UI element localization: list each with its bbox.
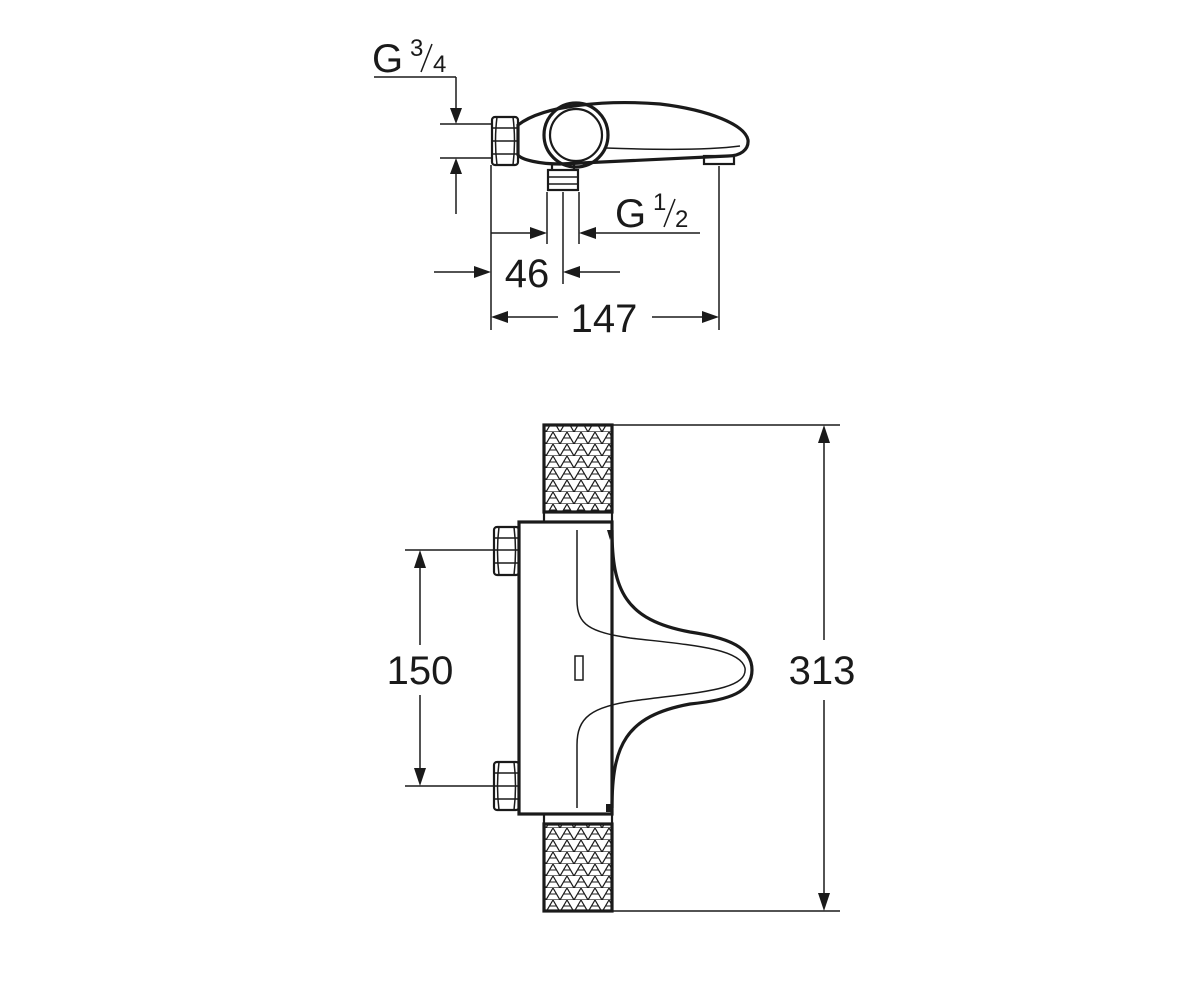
outlet-thread-label: G 1 2 <box>615 189 688 236</box>
spout-outline <box>610 529 754 809</box>
temperature-knob <box>542 423 614 524</box>
inlet-dim-arrow-up <box>450 158 462 174</box>
dim-147-label: 147 <box>571 297 638 341</box>
dim-46-label: 46 <box>505 252 550 296</box>
spout-aerator <box>702 154 736 166</box>
inlet-dim-arrow-down <box>450 108 462 124</box>
inlet-nut-top <box>492 525 521 577</box>
control-knob-inner <box>548 107 604 163</box>
flow-knob <box>542 812 614 913</box>
outlet-connector <box>546 168 580 192</box>
front-view: 313 150 <box>387 423 856 913</box>
inlet-thread-numerator: 3 <box>410 35 423 62</box>
dim-150-label: 150 <box>387 649 454 693</box>
outlet-thread-numerator: 1 <box>653 189 666 216</box>
inlet-thread-prefix: G <box>372 37 403 81</box>
control-knob <box>542 101 610 169</box>
spout-outlet-mark <box>574 655 584 681</box>
spout-contour <box>576 530 746 808</box>
outlet-thread-denominator: 2 <box>675 206 688 233</box>
mixer-body <box>517 520 614 816</box>
side-view: G 3 4 <box>372 35 750 341</box>
inlet-thread-fraction-slash <box>420 43 433 73</box>
mixer-body-profile <box>516 101 750 166</box>
dim-313-label: 313 <box>789 649 856 693</box>
inlet-thread-denominator: 4 <box>433 51 446 78</box>
body-contour-line <box>605 145 741 151</box>
outlet-thread-prefix: G <box>615 192 646 236</box>
inlet-nut <box>490 115 520 167</box>
inlet-thread-label: G 3 4 <box>372 35 446 81</box>
inlet-nut-bottom <box>492 760 521 812</box>
